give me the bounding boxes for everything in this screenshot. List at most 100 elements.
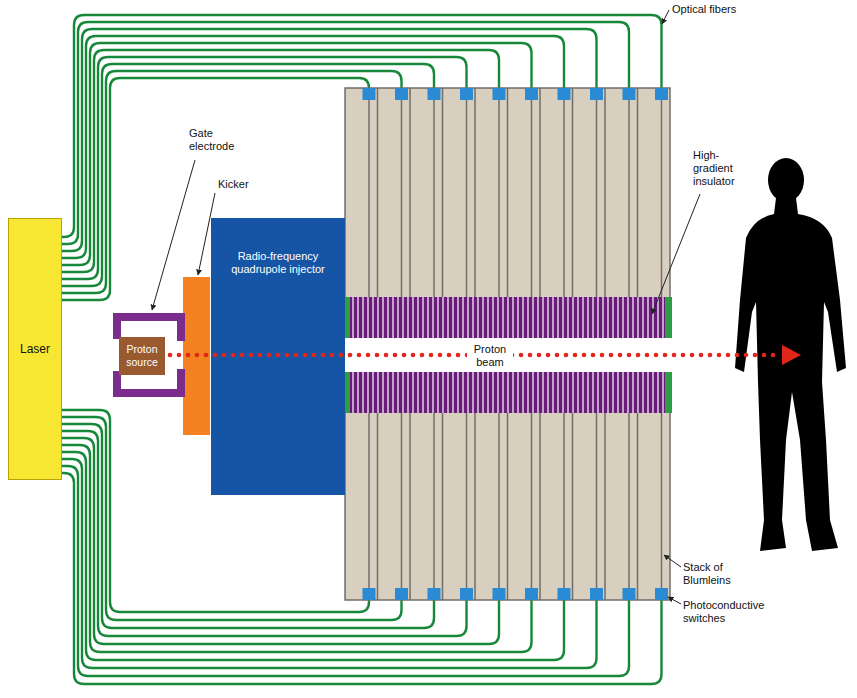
photoconductive-switch — [493, 88, 506, 100]
blumlein-conductor — [531, 100, 533, 297]
insulator-stripe — [397, 297, 398, 338]
insulator-stripe — [637, 297, 638, 338]
insulator-stripe — [627, 372, 628, 413]
blumlein-conductor — [596, 413, 598, 588]
insulator-stripe — [552, 297, 553, 338]
beam-dot — [762, 353, 767, 358]
insulator-stripe — [542, 372, 543, 413]
photoconductive-switch — [428, 88, 441, 100]
beam-dot — [258, 353, 263, 358]
insulator-stripe — [452, 372, 453, 413]
beam-dot — [366, 353, 371, 358]
insulator-stripe — [372, 372, 373, 413]
blumlein-conductor — [563, 100, 565, 297]
beam-dot — [204, 353, 209, 358]
beam-dot — [168, 353, 173, 358]
beam-dot — [213, 353, 218, 358]
insulator-stripe — [552, 372, 553, 413]
insulator-stripe — [537, 297, 538, 338]
beam-dot — [402, 353, 407, 358]
insulator-stripe — [467, 372, 468, 413]
insulator-stripe — [367, 372, 368, 413]
beam-dot — [267, 353, 272, 358]
blumlein-conductor — [596, 100, 598, 297]
blumlein-conductor — [498, 100, 500, 297]
insulator-stripe — [597, 297, 598, 338]
blumlein-conductor — [368, 100, 370, 297]
gate-label: Gate electrode — [189, 127, 241, 153]
gate-electrode-bar — [113, 389, 185, 397]
beam-dot — [276, 353, 281, 358]
beam-dot — [186, 353, 191, 358]
blumlein-conductor — [498, 413, 500, 588]
insulator-stripe — [657, 372, 658, 413]
insulator-stripe — [527, 372, 528, 413]
insulator-stripe — [427, 372, 428, 413]
insulator-stripe — [642, 297, 643, 338]
photoconductive-switch — [460, 88, 473, 100]
insulator-stripe — [402, 297, 403, 338]
insulator-stripe — [427, 297, 428, 338]
beam-dot — [726, 353, 731, 358]
kicker-plate — [183, 277, 210, 435]
insulator-stripe — [547, 372, 548, 413]
insulator-stripe — [582, 297, 583, 338]
beam-dot — [636, 353, 641, 358]
insulator-stripe — [422, 372, 423, 413]
insulator-stripe — [497, 372, 498, 413]
blumlein-stack — [343, 88, 672, 600]
leader-line — [152, 160, 195, 310]
insulator-stripe — [662, 372, 663, 413]
beam-dot — [573, 353, 578, 358]
insulator-stripe — [487, 372, 488, 413]
beam-dot — [429, 353, 434, 358]
beam-dot — [708, 353, 713, 358]
gate-electrode-bar — [177, 369, 185, 397]
insulator-stripe — [447, 297, 448, 338]
blumlein-conductor — [433, 413, 435, 588]
beam-dot — [339, 353, 344, 358]
insulator-stripe — [592, 372, 593, 413]
kicker-label: Kicker — [218, 178, 268, 191]
node-text: Proton source — [121, 343, 163, 368]
insulator-stripe — [532, 372, 533, 413]
insulator-stripe — [502, 372, 503, 413]
stack-label: Stack of Blumleins — [683, 561, 745, 587]
insulator-stripe — [392, 372, 393, 413]
insulator-stripe — [632, 372, 633, 413]
insulator-stripe — [417, 297, 418, 338]
beam-dot — [771, 353, 776, 358]
insulator-stripe — [512, 297, 513, 338]
patient-silhouette — [735, 158, 846, 551]
patient-head — [768, 158, 804, 202]
blumlein-conductor — [401, 100, 403, 297]
insulator-stripe — [377, 372, 378, 413]
beam-dot — [546, 353, 551, 358]
beam-dot — [663, 353, 668, 358]
beam-dot — [312, 353, 317, 358]
insulator-stripe — [622, 297, 623, 338]
insulator-stripe — [652, 297, 653, 338]
insulator-stripe — [562, 297, 563, 338]
patient-body — [735, 198, 846, 551]
beam-dot — [222, 353, 227, 358]
beam-dot — [609, 353, 614, 358]
blumlein-conductor — [661, 100, 663, 297]
insulator-stripe — [567, 372, 568, 413]
insulator-stripe — [477, 372, 478, 413]
insulator-stripe — [522, 297, 523, 338]
insulator-stripe — [627, 297, 628, 338]
switch-label: Photoconductive switches — [683, 599, 779, 625]
fiber-label: Optical fibers — [672, 3, 762, 16]
beam-dot — [618, 353, 623, 358]
node-text: Radio-frequency quadrupole injector — [217, 250, 339, 276]
insulator-stripe — [637, 372, 638, 413]
photoconductive-switch — [493, 588, 506, 600]
beam-dot — [240, 353, 245, 358]
insulator-stripe — [447, 372, 448, 413]
insulator-stripe — [587, 297, 588, 338]
insulator-stripe — [592, 297, 593, 338]
insulator-stripe — [442, 372, 443, 413]
insulator-end-cap — [665, 297, 672, 338]
